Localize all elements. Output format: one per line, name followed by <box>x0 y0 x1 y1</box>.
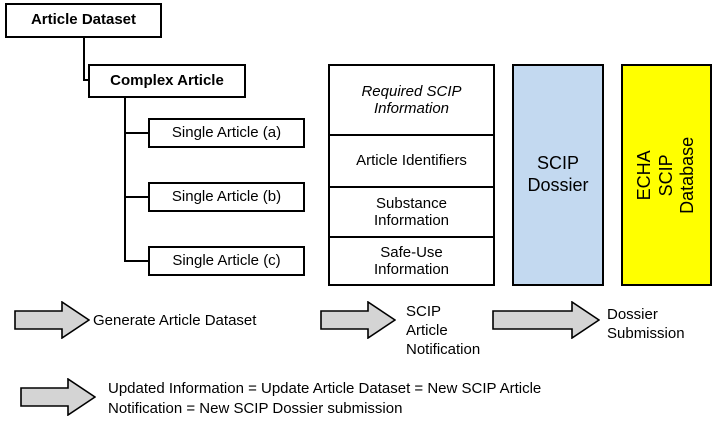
scip-table-header: Required SCIP Information <box>330 66 493 136</box>
scip-row-substance-information: Substance Information <box>330 188 493 238</box>
article-dataset-box: Article Dataset <box>5 3 162 38</box>
connector-root-horizontal <box>83 79 90 81</box>
single-article-c-box: Single Article (c) <box>148 246 305 276</box>
generate-article-dataset-caption: Generate Article Dataset <box>93 312 257 329</box>
echa-scip-database-label: ECHA SCIP Database <box>634 136 698 214</box>
scip-dossier-label: SCIP Dossier <box>527 153 589 195</box>
generate-arrow <box>14 301 90 339</box>
updated-information-arrow <box>20 378 96 416</box>
complex-article-box: Complex Article <box>88 64 246 98</box>
right-arrow-icon <box>492 301 600 339</box>
dossier-submission-caption: Dossier Submission <box>607 306 685 342</box>
notification-arrow <box>320 301 396 339</box>
right-arrow-icon <box>14 301 90 339</box>
connector-single-a <box>124 132 150 134</box>
connector-single-b <box>124 196 150 198</box>
scip-dossier-box: SCIP Dossier <box>512 64 604 286</box>
connector-single-c <box>124 260 150 262</box>
single-article-a-box: Single Article (a) <box>148 118 305 148</box>
required-scip-information-table: Required SCIP Information Article Identi… <box>328 64 495 286</box>
echa-scip-database-box: ECHA SCIP Database <box>621 64 712 286</box>
single-article-b-box: Single Article (b) <box>148 182 305 212</box>
right-arrow-icon <box>320 301 396 339</box>
updated-information-caption: Updated Information = Update Article Dat… <box>108 380 542 418</box>
right-arrow-icon <box>20 378 96 416</box>
scip-article-notification-caption: SCIP Article Notification <box>406 303 481 358</box>
connector-root-vertical <box>83 38 85 81</box>
connector-complex-vertical <box>124 98 126 262</box>
submission-arrow <box>492 301 600 339</box>
scip-row-article-identifiers: Article Identifiers <box>330 136 493 188</box>
scip-row-safe-use-information: Safe-Use Information <box>373 243 450 278</box>
